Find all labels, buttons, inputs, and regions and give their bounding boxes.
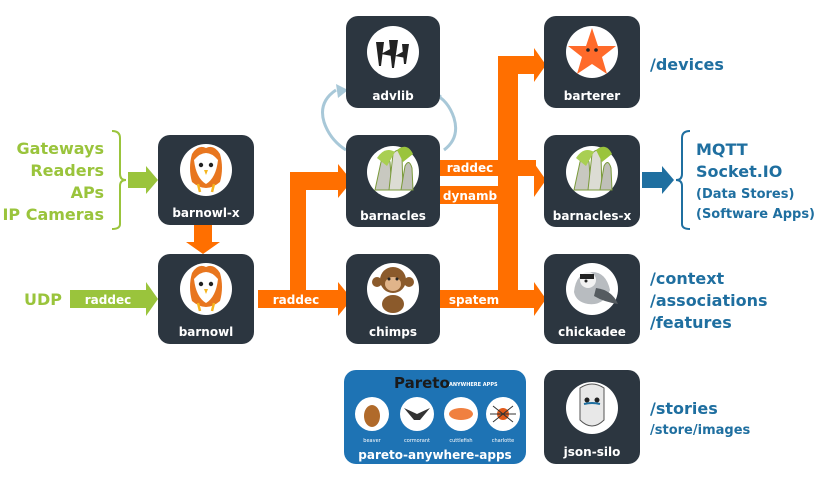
- node-barnacles: barnacles: [346, 135, 440, 227]
- flow-to-barterer: [498, 56, 536, 74]
- source-readers: Readers: [30, 161, 104, 180]
- api-devices: /devices: [650, 55, 724, 74]
- output-software-apps: (Software Apps): [696, 207, 815, 222]
- json-silo-label: json-silo: [563, 445, 621, 459]
- chickadee-label: chickadee: [558, 325, 626, 339]
- api-store-images: /store/images: [650, 423, 751, 438]
- node-chimps: chimps: [346, 254, 440, 344]
- api-features: /features: [650, 313, 732, 332]
- advlib-glyph: [376, 40, 409, 68]
- source-gateways: Gateways: [17, 139, 104, 158]
- chimps-monkey-glyph: [372, 267, 414, 313]
- output-data-stores: (Data Stores): [696, 187, 794, 202]
- app-cuttlefish-label: cuttlefish: [449, 438, 472, 444]
- barnacles-dynamb-label: dynamb: [443, 189, 498, 203]
- barnacles-label: barnacles: [360, 209, 426, 223]
- green-arrow-shaft-2: [70, 290, 146, 308]
- barnowl-x-label: barnowl-x: [172, 206, 240, 220]
- outputs-bracket: [675, 130, 691, 230]
- chimps-label: chimps: [369, 325, 417, 339]
- green-inputs: [70, 130, 158, 316]
- pareto-logo: Pareto: [394, 374, 450, 392]
- app-beaver-label: beaver: [363, 438, 381, 444]
- loop-left: [321, 88, 347, 152]
- pareto-logo-sub: ANYWHERE APPS: [449, 382, 498, 388]
- blue-arrow-shaft: [642, 172, 664, 188]
- source-aps: APs: [71, 183, 104, 202]
- app-cormorant-label: cormorant: [404, 438, 430, 444]
- udp-raddec-label: raddec: [85, 293, 131, 307]
- source-ip-cameras: IP Cameras: [2, 205, 104, 224]
- barterer-label: barterer: [564, 89, 621, 103]
- api-stories: /stories: [650, 399, 718, 418]
- connector-barnowlx-barnowl: [194, 222, 212, 242]
- green-arrowhead-2: [146, 282, 158, 316]
- arrowhead-barnowlx-barnowl: [186, 242, 220, 254]
- node-barnowl: barnowl: [158, 254, 254, 344]
- barnowl-raddec-label: raddec: [273, 293, 319, 307]
- orange-flows: [186, 48, 546, 316]
- barnacles-x-label: barnacles-x: [553, 209, 632, 223]
- blue-output: [642, 130, 691, 230]
- blue-arrowhead: [662, 166, 674, 194]
- green-arrowhead-1: [146, 166, 158, 194]
- node-barnowl-x: barnowl-x: [158, 135, 254, 225]
- node-barnacles-x: barnacles-x: [544, 135, 640, 227]
- arrowhead-to-barnacles: [338, 164, 352, 198]
- api-associations: /associations: [650, 291, 767, 310]
- chimps-spatem-label: spatem: [449, 293, 499, 307]
- pareto-anywhere-apps-box: Pareto ANYWHERE APPS beaver cormorant cu…: [344, 370, 526, 464]
- arrowhead-to-chimps: [338, 282, 352, 316]
- json-silo-mask-glyph: [579, 383, 605, 427]
- flow-dynamb-out: [440, 186, 500, 204]
- arrowhead-to-barnacles-x: [534, 163, 546, 197]
- output-mqtt: MQTT: [696, 140, 748, 159]
- barnacles-raddec-label: raddec: [447, 161, 493, 175]
- barterer-starfish-glyph: [568, 28, 616, 74]
- source-udp: UDP: [24, 290, 62, 309]
- loop-arrowhead-left: [336, 84, 348, 98]
- node-advlib: advlib: [346, 16, 440, 108]
- app-charlotte-label: charlotte: [492, 438, 514, 444]
- flow-vertical-right: [498, 56, 518, 308]
- flow-to-barnacles: [290, 172, 338, 190]
- node-barterer: barterer: [544, 16, 640, 108]
- output-socketio: Socket.IO: [696, 162, 782, 181]
- flow-vertical-left: [290, 172, 306, 308]
- node-chickadee: chickadee: [544, 254, 640, 344]
- node-json-silo: json-silo: [544, 370, 640, 464]
- green-arrow-shaft-1: [128, 172, 148, 188]
- advlib-label: advlib: [372, 89, 414, 103]
- barnowl-label: barnowl: [179, 325, 234, 339]
- arrowhead-to-barterer: [534, 48, 546, 82]
- sources-bracket: [111, 130, 127, 230]
- api-context: /context: [650, 269, 725, 288]
- pareto-anywhere-apps-label: pareto-anywhere-apps: [358, 448, 511, 462]
- loop-right: [433, 92, 458, 152]
- chickadee-bird-glyph: [574, 272, 618, 305]
- arrowhead-to-chickadee: [534, 282, 546, 316]
